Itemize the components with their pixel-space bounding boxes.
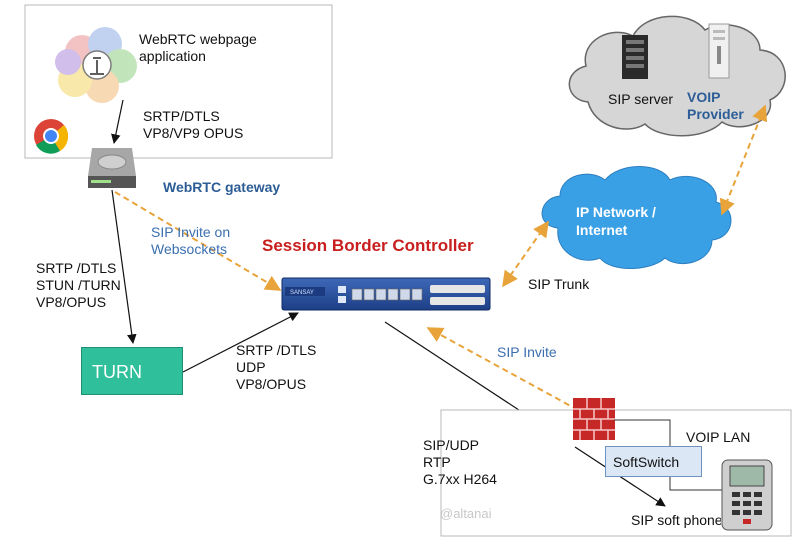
voip-provider-server-icon: [708, 23, 730, 79]
firewall-icon: [573, 398, 615, 440]
voip-provider-cloud: [568, 15, 786, 137]
webrtc-app-title: WebRTC webpage application: [139, 31, 257, 64]
webrtc-gateway-server-icon: [88, 148, 136, 188]
sip-trunk-dashed-arrow: [502, 220, 549, 288]
sip-server-icon: [622, 35, 648, 79]
webrtc-gateway-label: WebRTC gateway: [163, 179, 281, 195]
turn-label: TURN: [92, 362, 142, 382]
webrtc-app-media: SRTP/DTLS VP8/VP9 OPUS: [143, 108, 244, 141]
turn-media-label: SRTP /DTLS UDP VP8/OPUS: [236, 342, 317, 392]
lan-media-label: SIP/UDP RTP G.7xx H264: [423, 437, 497, 487]
webrtc-app-logo-icon: [55, 27, 137, 103]
sip-invite-websockets-label: SIP Invite on Websockets: [151, 224, 231, 257]
svg-text:SANSAY: SANSAY: [290, 290, 314, 296]
sip-invite-label: SIP Invite: [497, 344, 557, 360]
sip-invite-dashed-arrow: [426, 327, 579, 411]
left-media-label: SRTP /DTLS STUN /TURN VP8/OPUS: [36, 260, 121, 310]
ip-phone-icon: [721, 459, 773, 531]
watermark: @altanai: [440, 506, 492, 521]
softswitch-box: [605, 446, 702, 477]
sbc-title: Session Border Controller: [262, 236, 474, 255]
gateway-to-turn-arrow: [111, 189, 137, 344]
turn-to-sbc-arrow: [182, 312, 299, 373]
sip-server-label: SIP server: [608, 91, 674, 107]
app-to-gateway-arrow: [111, 99, 124, 144]
turn-server-box: [81, 347, 183, 395]
sip-invite-websocket-dashed-arrow: [114, 191, 282, 291]
voip-lan-label: VOIP LAN: [686, 429, 751, 445]
softswitch-to-phone-line: [669, 477, 722, 491]
ip-network-cloud: [541, 166, 732, 269]
voip-provider-label: VOIP Provider: [687, 89, 744, 122]
ip-network-label: IP Network / Internet: [576, 204, 656, 238]
sip-trunk-label: SIP Trunk: [528, 276, 590, 292]
softswitch-label: SoftSwitch: [613, 454, 680, 470]
sip-softphone-label: SIP soft phone: [631, 512, 721, 528]
chrome-icon: [34, 119, 69, 154]
firewall-to-softswitch-line: [614, 419, 671, 446]
sbc-appliance-icon: SANSAY: [281, 277, 491, 311]
